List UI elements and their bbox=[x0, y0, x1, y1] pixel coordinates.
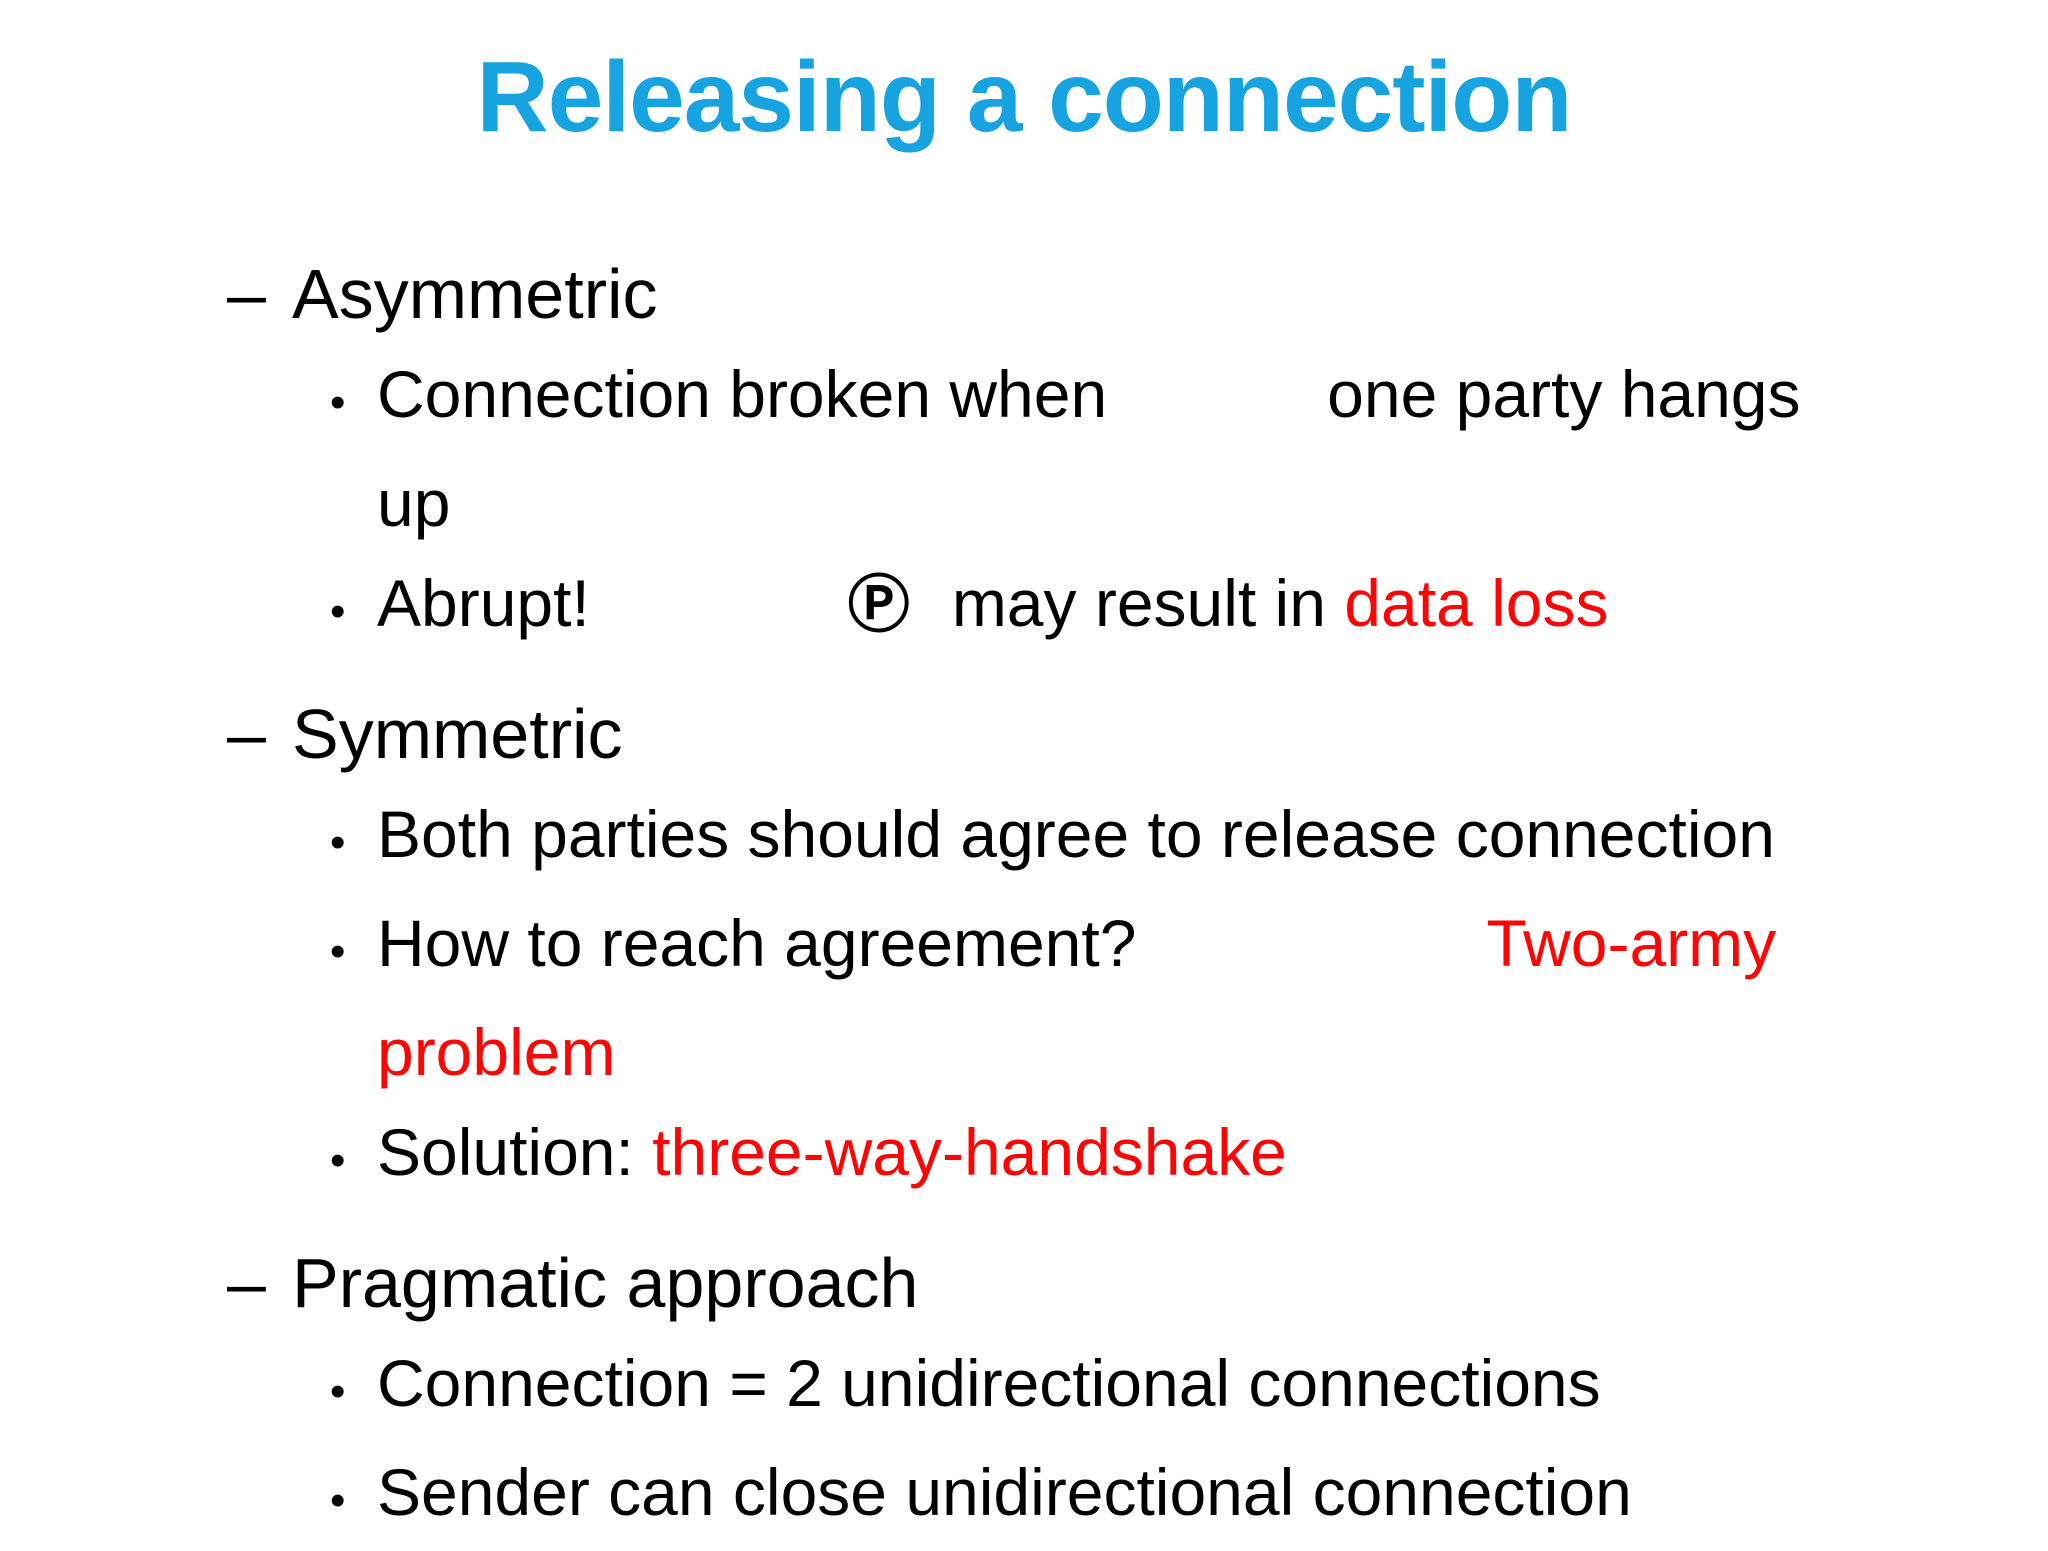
bullet-line-level1: –Asymmetric bbox=[0, 244, 2048, 344]
bullet-marker: • bbox=[330, 927, 346, 976]
line-content: How to reach agreement? Two-army bbox=[377, 893, 1776, 993]
emphasis-text: problem bbox=[377, 1015, 616, 1089]
bullet-line-level2: • Sender can close unidirectional connect… bbox=[0, 1442, 2048, 1551]
bullet-marker: • bbox=[330, 587, 346, 636]
line-content: Sender can close unidirectional connecti… bbox=[377, 1442, 1632, 1542]
dash-marker: – bbox=[227, 1244, 266, 1322]
body-text-run: Connection broken when bbox=[377, 357, 1108, 431]
dash-marker: – bbox=[227, 255, 266, 333]
dash-marker: – bbox=[227, 695, 266, 773]
body-text-run: How to reach agreement? bbox=[377, 906, 1137, 980]
emphasis-text: three-way-handshake bbox=[652, 1115, 1287, 1189]
emphasis-text: data loss bbox=[1344, 566, 1609, 640]
bullet-marker: • bbox=[330, 1367, 346, 1416]
slide-title: Releasing a connection bbox=[476, 41, 1573, 153]
body-text-run: Pragmatic approach bbox=[292, 1244, 919, 1322]
line-content: Pragmatic approach bbox=[292, 1233, 918, 1333]
bullet-line-level2: • Connection = 2 unidirectional connectio… bbox=[0, 1333, 2048, 1442]
tab-gap bbox=[590, 625, 848, 626]
bullet-line-level2: • How to reach agreement? Two-army bbox=[0, 893, 2048, 1002]
bullet-line-level1: –Pragmatic approach bbox=[0, 1233, 2048, 1333]
line-content: Both parties should agree to release con… bbox=[377, 784, 1775, 884]
bullet-line-level2: problem bbox=[0, 1002, 2048, 1102]
body-text-run: Solution: bbox=[377, 1115, 653, 1189]
line-content: up bbox=[377, 453, 450, 553]
line-content: Connection = 2 unidirectional connection… bbox=[377, 1333, 1601, 1433]
body-text-run: Symmetric bbox=[292, 695, 623, 773]
body-text-run: Asymmetric bbox=[292, 255, 658, 333]
bullet-marker: • bbox=[330, 1136, 346, 1185]
bullet-line-level1: –Symmetric bbox=[0, 684, 2048, 784]
body-text-run: up bbox=[377, 466, 451, 540]
line-content: Symmetric bbox=[292, 684, 623, 784]
line-content: problem bbox=[377, 1002, 615, 1102]
bullet-line-level2: up bbox=[0, 453, 2048, 553]
body-text-run: may result in bbox=[951, 566, 1345, 640]
body-text-run: Connection = 2 unidirectional connection… bbox=[377, 1346, 1601, 1420]
tab-gap bbox=[1107, 416, 1327, 417]
bullet-marker: • bbox=[330, 1476, 346, 1525]
tab-gap bbox=[1136, 965, 1486, 966]
bullet-line-level2: • Both parties should agree to release co… bbox=[0, 784, 2048, 893]
bullet-line-level2: • Solution: three-way-handshake bbox=[0, 1102, 2048, 1211]
body-text-run: one party hangs bbox=[1327, 357, 1801, 431]
bullet-marker: • bbox=[330, 378, 346, 427]
bullet-line-level2: • Connection broken when one party hangs bbox=[0, 344, 2048, 453]
circled-p-icon: Ⓟ bbox=[847, 568, 910, 641]
body-text-run: Both parties should agree to release con… bbox=[377, 797, 1775, 871]
line-content: Connection broken when one party hangs bbox=[377, 344, 1801, 444]
line-content: Asymmetric bbox=[292, 244, 658, 344]
body-text-run: Sender can close unidirectional connecti… bbox=[377, 1455, 1632, 1529]
bullet-marker: • bbox=[330, 818, 346, 867]
tab-gap bbox=[910, 625, 952, 626]
body-text-run: Abrupt! bbox=[377, 566, 590, 640]
line-content: Solution: three-way-handshake bbox=[377, 1102, 1287, 1202]
emphasis-text: Two-army bbox=[1486, 906, 1777, 980]
